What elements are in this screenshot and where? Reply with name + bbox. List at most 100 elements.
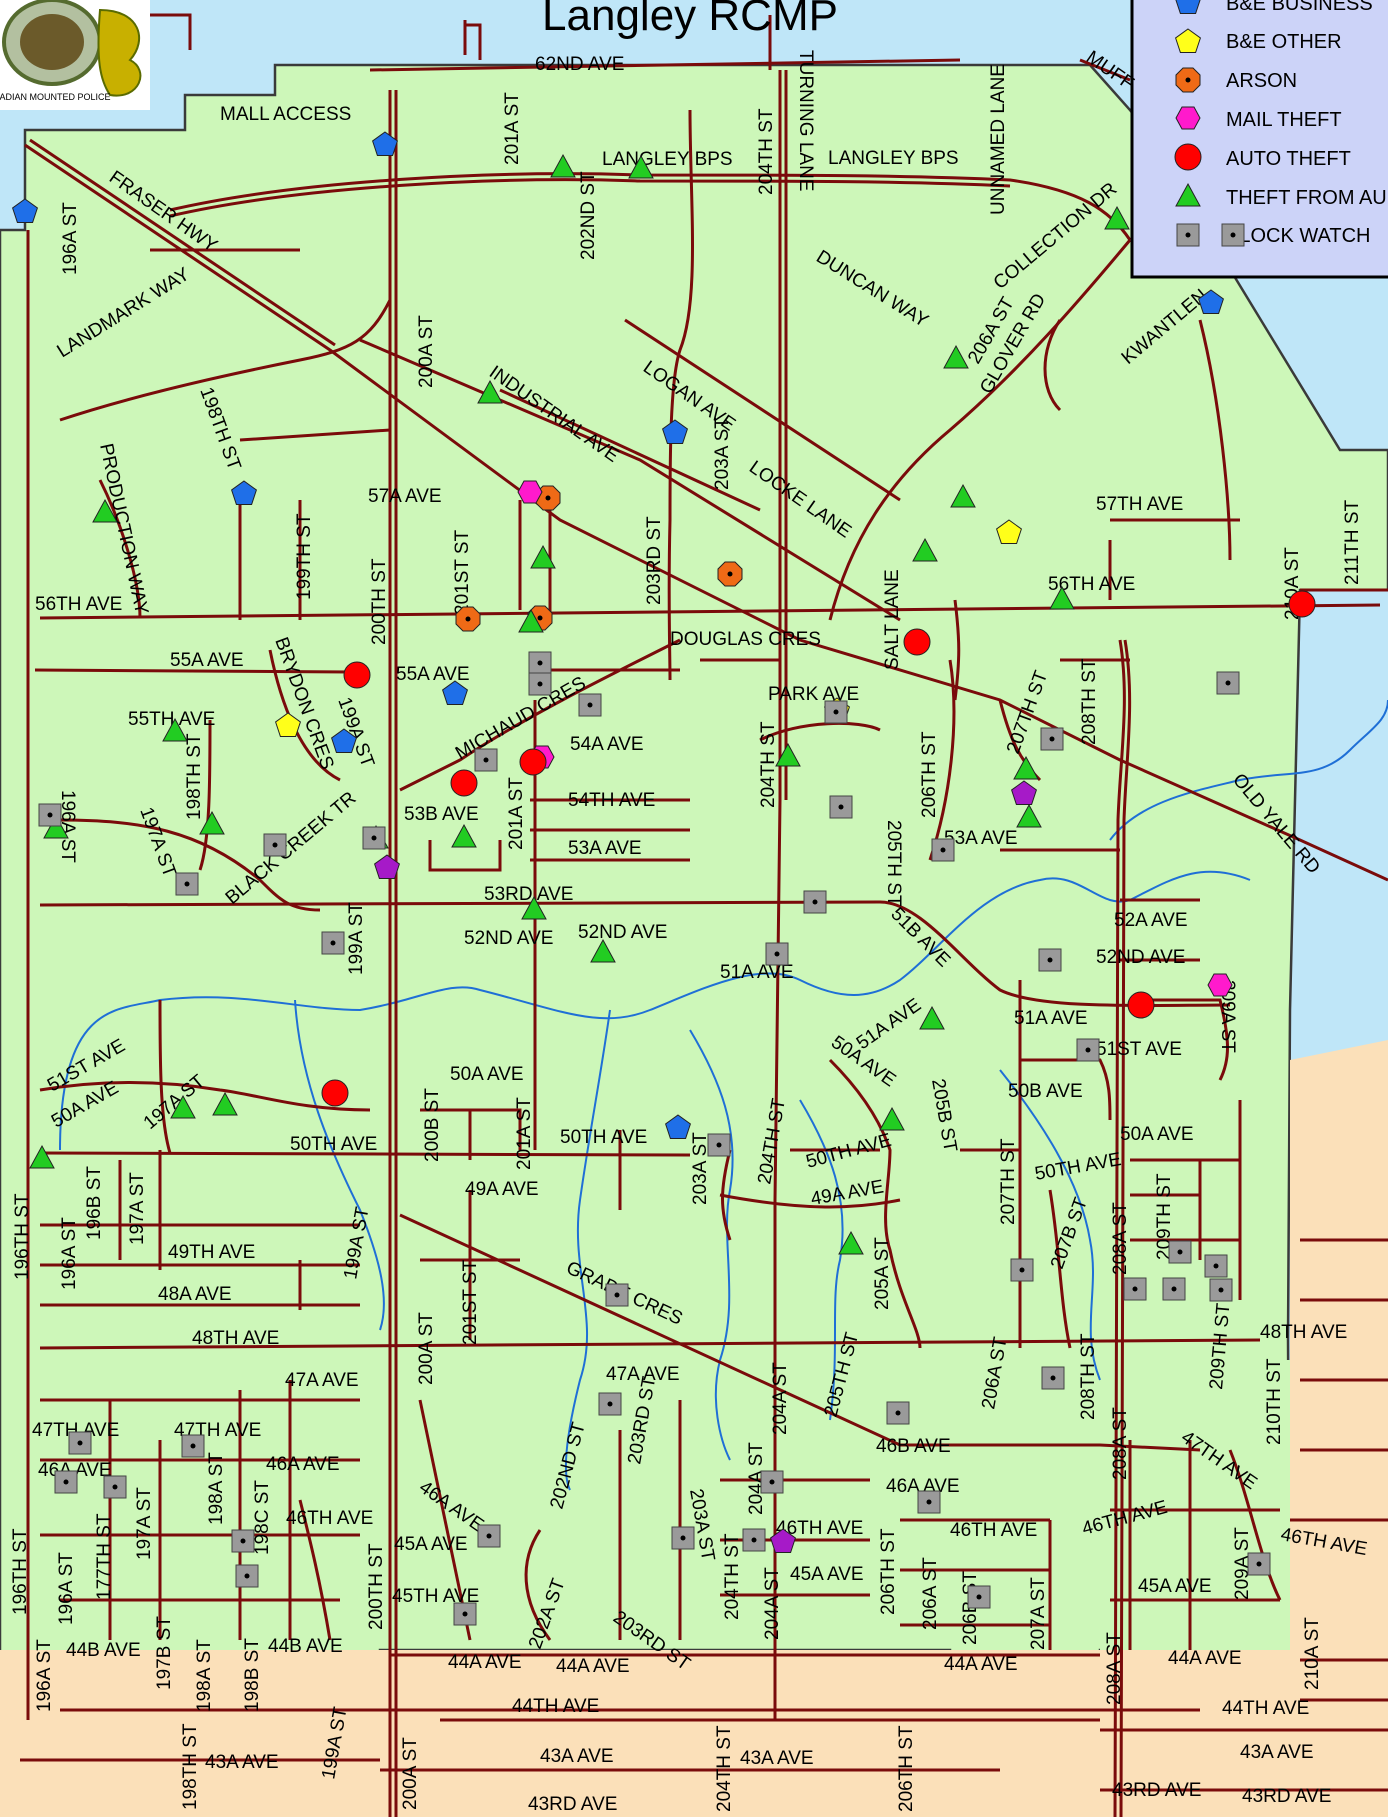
- block-watch-marker[interactable]: [1076, 1038, 1100, 1062]
- legend-label: ARSON: [1226, 70, 1297, 92]
- arson-marker[interactable]: [717, 561, 743, 587]
- block-watch-marker[interactable]: [1038, 948, 1062, 972]
- block-watch-marker[interactable]: [824, 700, 848, 724]
- street-label: 209A ST: [1232, 1527, 1253, 1600]
- street-label: 206TH ST: [919, 731, 940, 818]
- street-label: 208TH ST: [1078, 1333, 1099, 1420]
- auto-theft-marker[interactable]: [343, 661, 371, 689]
- octagon-orange-dot-icon: [1175, 67, 1201, 93]
- street-label: 208A ST: [1104, 1632, 1125, 1705]
- street-label: 177TH ST: [94, 1513, 115, 1600]
- auto-theft-marker[interactable]: [903, 628, 931, 656]
- block-watch-marker[interactable]: [231, 1529, 255, 1553]
- street-label: 201ST ST: [452, 529, 473, 615]
- block-watch-marker[interactable]: [760, 1470, 784, 1494]
- circle-red-icon: [1174, 143, 1202, 171]
- block-watch-marker[interactable]: [707, 1133, 731, 1157]
- auto-theft-marker[interactable]: [1127, 991, 1155, 1019]
- legend-item: BLOCK WATCH: [1176, 223, 1370, 247]
- block-watch-marker[interactable]: [321, 931, 345, 955]
- block-watch-marker[interactable]: [829, 795, 853, 819]
- block-watch-marker[interactable]: [1041, 1366, 1065, 1390]
- block-watch-marker[interactable]: [1123, 1277, 1147, 1301]
- block-watch-marker[interactable]: [477, 1524, 501, 1548]
- street-label: 202ND ST: [578, 171, 599, 260]
- block-watch-marker[interactable]: [1247, 1552, 1271, 1576]
- block-watch-marker[interactable]: [1216, 671, 1240, 695]
- street-label: 56TH AVE: [35, 594, 122, 615]
- square-gray-dot-icon: [1176, 223, 1200, 247]
- street-label: 43RD AVE: [1112, 1780, 1201, 1801]
- block-watch-marker[interactable]: [1209, 1278, 1233, 1302]
- block-watch-marker[interactable]: [578, 693, 602, 717]
- street-label: 204TH ST: [756, 108, 777, 195]
- auto-theft-marker[interactable]: [450, 769, 478, 797]
- street-label: 53A AVE: [568, 838, 642, 859]
- block-watch-marker[interactable]: [1168, 1240, 1192, 1264]
- street-label: 44A AVE: [556, 1656, 630, 1677]
- street-label: 210TH ST: [1264, 1358, 1285, 1445]
- block-watch-marker[interactable]: [1010, 1258, 1034, 1282]
- block-watch-marker[interactable]: [181, 1434, 205, 1458]
- block-watch-marker[interactable]: [742, 1528, 766, 1552]
- street-label: 208TH ST: [1079, 658, 1100, 745]
- block-watch-marker[interactable]: [474, 748, 498, 772]
- road-network: [20, 70, 1388, 1817]
- street-label: 199A ST: [346, 902, 367, 975]
- street-label: 204A ST: [762, 1567, 783, 1640]
- street-label: DOUGLAS CRES: [670, 629, 821, 650]
- block-watch-marker[interactable]: [671, 1526, 695, 1550]
- street-label: 54TH AVE: [568, 790, 655, 811]
- block-watch-marker[interactable]: [967, 1585, 991, 1609]
- block-watch-marker[interactable]: [453, 1602, 477, 1626]
- street-label: 45A AVE: [790, 1564, 864, 1585]
- block-watch-marker[interactable]: [528, 651, 552, 675]
- block-watch-marker[interactable]: [598, 1392, 622, 1416]
- street-label: 198C ST: [252, 1480, 273, 1555]
- street-label: 45A AVE: [394, 1534, 468, 1555]
- block-watch-marker[interactable]: [931, 838, 955, 862]
- street-label: 205A ST: [872, 1237, 893, 1310]
- block-watch-marker[interactable]: [68, 1431, 92, 1455]
- block-watch-marker[interactable]: [103, 1475, 127, 1499]
- block-watch-marker[interactable]: [54, 1470, 78, 1494]
- street-label: 47TH AVE: [32, 1420, 119, 1441]
- street-label: 205TH ST: [883, 820, 904, 907]
- street-label: 43A AVE: [1240, 1742, 1314, 1763]
- street-label: 48A AVE: [158, 1284, 232, 1305]
- street-label: 206A ST: [920, 1557, 941, 1630]
- block-watch-marker[interactable]: [175, 872, 199, 896]
- auto-theft-marker[interactable]: [321, 1079, 349, 1107]
- arson-marker[interactable]: [455, 606, 481, 632]
- street-label: 45A AVE: [1138, 1576, 1212, 1597]
- block-watch-marker[interactable]: [362, 826, 386, 850]
- auto-theft-marker[interactable]: [519, 748, 547, 776]
- street-label: 200A ST: [416, 1312, 437, 1385]
- block-watch-marker[interactable]: [917, 1490, 941, 1514]
- auto-theft-marker[interactable]: [1288, 590, 1316, 618]
- block-watch-marker[interactable]: [263, 833, 287, 857]
- street-label: 198A ST: [206, 1452, 227, 1525]
- map-title: Langley RCMP: [542, 0, 838, 40]
- block-watch-marker[interactable]: [528, 672, 552, 696]
- street-label: 199TH ST: [294, 513, 315, 600]
- street-label: 50TH AVE: [560, 1127, 647, 1148]
- street-label: 53B AVE: [404, 804, 479, 825]
- block-watch-marker[interactable]: [803, 890, 827, 914]
- block-watch-marker[interactable]: [765, 942, 789, 966]
- legend: B&E BUSINESS B&E OTHER ARSON MAIL THEFT …: [1130, 0, 1388, 279]
- block-watch-marker[interactable]: [1204, 1254, 1228, 1278]
- block-watch-marker[interactable]: [235, 1564, 259, 1588]
- street-label: 201A ST: [502, 92, 523, 165]
- street-label: 198TH ST: [184, 733, 205, 820]
- street-label: 207A ST: [1028, 1577, 1049, 1650]
- block-watch-marker[interactable]: [1162, 1277, 1186, 1301]
- street-label: 197A ST: [127, 1172, 148, 1245]
- block-watch-marker[interactable]: [1040, 727, 1064, 751]
- block-watch-marker[interactable]: [886, 1401, 910, 1425]
- block-watch-marker[interactable]: [38, 803, 62, 827]
- block-watch-marker[interactable]: [605, 1283, 629, 1307]
- street-label: 206TH ST: [878, 1528, 899, 1615]
- block-watch-marker[interactable]: [1221, 223, 1245, 247]
- street-label: 48TH AVE: [1260, 1322, 1347, 1343]
